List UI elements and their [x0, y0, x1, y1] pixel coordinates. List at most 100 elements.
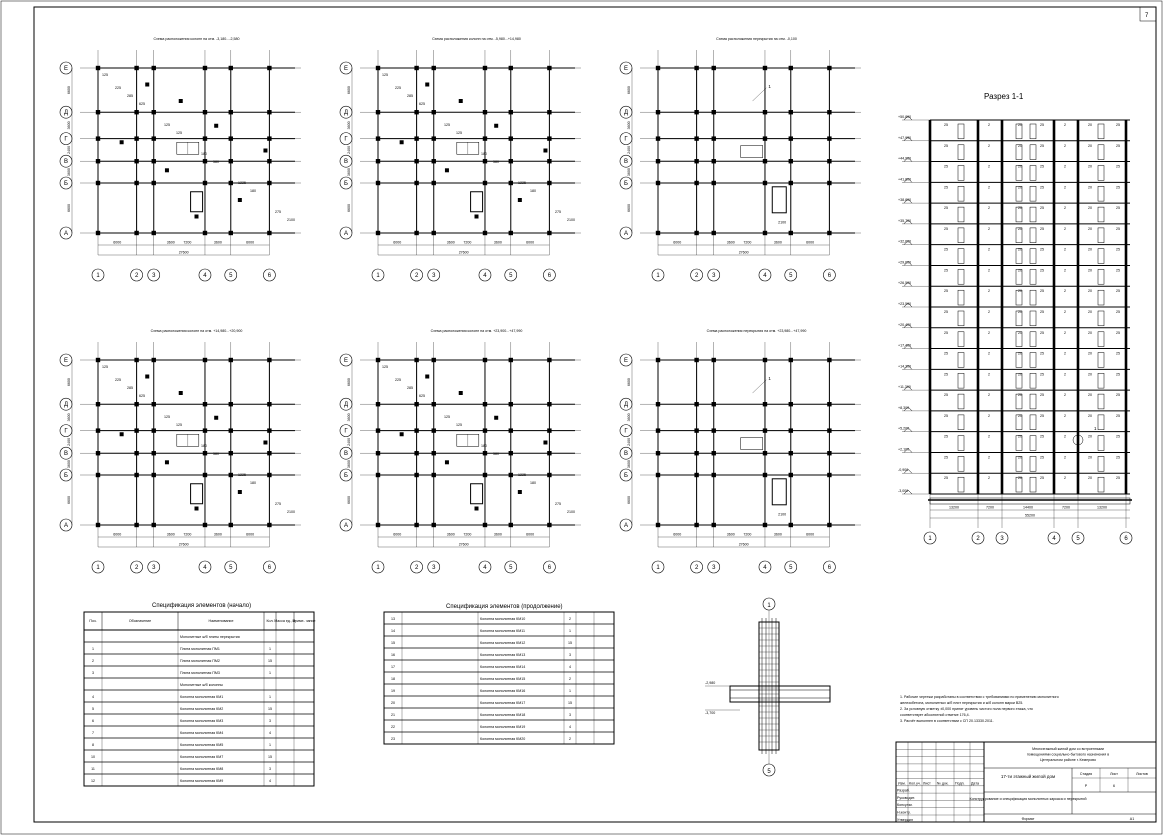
- level-mark: [903, 364, 913, 370]
- door-opening: [1015, 248, 1023, 264]
- plan-title: Схема расположения колонн на отм. -3,180…: [154, 37, 240, 41]
- spec-cell: 3: [569, 713, 571, 717]
- column: [827, 451, 832, 456]
- stamp-project: Многоэтажный жилой дом со встроенными: [1032, 747, 1104, 751]
- spec-header-cell: Поз.: [89, 619, 96, 623]
- column: [482, 110, 488, 115]
- column: [95, 472, 101, 478]
- column: [134, 428, 139, 433]
- spec-cell: Колонна монолитная КМ1: [180, 695, 223, 699]
- section-column: [1076, 182, 1080, 204]
- section-position: 2: [988, 144, 990, 148]
- dim-value: 3600: [447, 533, 455, 537]
- row-dim-value: 3600: [627, 168, 631, 176]
- node-axis-label: 5: [767, 769, 771, 775]
- column: [263, 148, 268, 153]
- door-opening: [1097, 165, 1105, 181]
- axis-number: 1: [656, 273, 660, 279]
- spec-border: [83, 611, 315, 787]
- section-position: 25: [1116, 144, 1120, 148]
- axis-bubble-4: [478, 268, 492, 282]
- door-opening: [1097, 186, 1105, 202]
- column: [762, 110, 768, 115]
- column: [788, 65, 793, 71]
- axis-number: 3: [432, 565, 436, 571]
- node-level: -3,700: [705, 711, 715, 715]
- section-column: [976, 452, 980, 474]
- column: [414, 472, 419, 478]
- section-position: 25: [1116, 248, 1120, 252]
- section-position: 25: [1040, 393, 1044, 397]
- section-column: [1000, 203, 1004, 224]
- position-mark: 125: [102, 73, 108, 77]
- door-opening: [1097, 310, 1105, 327]
- column: [134, 159, 139, 164]
- axis-bubble-1: [371, 268, 385, 282]
- section-column: [1052, 203, 1056, 224]
- column: [178, 391, 183, 395]
- axis-number: 3: [432, 273, 436, 279]
- position-mark: 625: [139, 102, 145, 106]
- row-dim-value: 2400: [627, 438, 631, 446]
- column: [151, 136, 156, 141]
- level-mark: [903, 261, 913, 266]
- section-column: [976, 307, 980, 328]
- dim-value: 7200: [463, 241, 471, 245]
- slab-position: 1: [768, 376, 771, 381]
- axis-bubble-5: [224, 560, 238, 574]
- position-mark: 1225: [238, 473, 246, 477]
- spec-cell: 1: [269, 695, 271, 699]
- column: [482, 230, 488, 236]
- axis-number: 3: [152, 273, 156, 279]
- stamp-role: Консульт.: [897, 803, 913, 807]
- column: [655, 136, 661, 141]
- level-mark: [903, 344, 913, 349]
- door-opening: [1097, 352, 1105, 368]
- section-column: [928, 161, 932, 183]
- spec-cell: 2: [569, 737, 571, 741]
- level-value: +47,990: [898, 136, 911, 140]
- section-column: [928, 410, 932, 432]
- spec-cell: 15: [268, 707, 272, 711]
- spec-cell: 15: [568, 701, 572, 705]
- column: [694, 451, 699, 456]
- section-column: [1000, 161, 1004, 183]
- column: [827, 136, 832, 141]
- section-column: [1052, 473, 1056, 494]
- level-value: -0,900: [898, 468, 908, 472]
- section-column: [928, 244, 932, 266]
- section-position: 25: [1040, 185, 1044, 189]
- column: [827, 110, 832, 115]
- row-dim-value: 6600: [67, 378, 71, 386]
- column: [95, 65, 101, 71]
- section-column: [1000, 452, 1004, 474]
- axis-letter: Г: [344, 429, 348, 435]
- axis-bubble-1: [371, 560, 385, 574]
- section-column: [928, 431, 932, 453]
- section-column: [1000, 265, 1004, 287]
- section-position: 25: [944, 227, 948, 231]
- leader: [752, 87, 767, 102]
- section-position: 25: [1040, 310, 1044, 314]
- section-position: 20: [1088, 414, 1092, 418]
- plan-1: Схема расположения колонн на отм. -3,180…: [59, 37, 301, 282]
- column: [547, 522, 552, 528]
- column: [194, 214, 199, 219]
- row-dim-value: 6600: [627, 496, 631, 504]
- column: [458, 391, 463, 395]
- column: [95, 180, 101, 186]
- column: [202, 110, 208, 115]
- row-dim-value: 3600: [347, 460, 351, 468]
- column: [508, 159, 513, 164]
- dim-value: 3600: [214, 533, 222, 537]
- section-position: 2: [988, 414, 990, 418]
- column: [508, 428, 513, 433]
- section-position: 25: [1116, 435, 1120, 439]
- section-position: 20: [1018, 352, 1022, 356]
- row-dim-value: 6600: [347, 86, 351, 94]
- spec-cell: Колонна монолитная КМ12: [480, 641, 525, 645]
- column: [151, 357, 156, 363]
- axis-bubble-1: [651, 560, 665, 574]
- door-opening: [1029, 476, 1037, 493]
- door-opening: [957, 435, 965, 451]
